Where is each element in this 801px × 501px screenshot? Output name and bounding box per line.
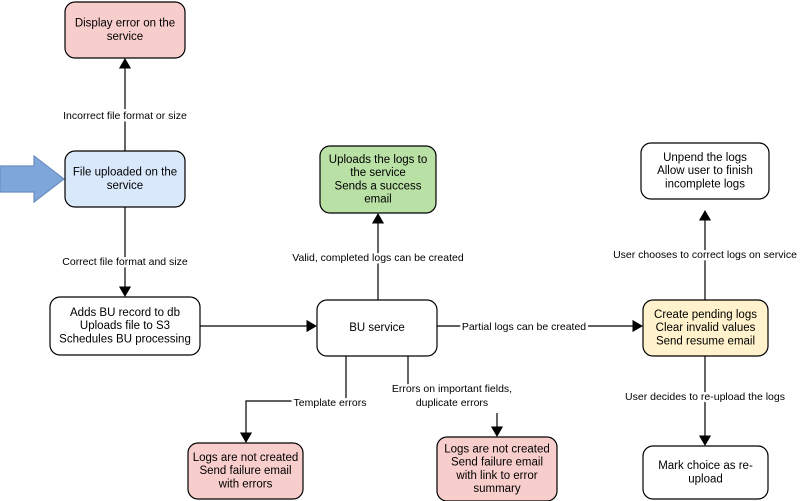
node-display-error-on-the-service-shape[interactable]: [64, 1, 186, 59]
entry-arrow-group: [0, 154, 65, 204]
edge-errors-on-important-fields-label-halo: Errors on important fields,duplicate err…: [392, 383, 512, 409]
edge-incorrect-file-format-or-size-label: Incorrect file format or size: [63, 110, 187, 122]
edge-errors-on-important-fields-line: [407, 356, 498, 429]
node-mark-choice-as-re-upload[interactable]: Mark choice as re-upload: [642, 445, 769, 500]
edge-valid-completed-logs-can-be-created-label-halo: Valid, completed logs can be created: [292, 252, 464, 264]
edge-incorrect-file-format-or-size-arrowhead: [118, 58, 132, 69]
edge-user-decides-to-re-upload-the-logs-label-halo: User decides to re-upload the logs: [625, 391, 785, 403]
edge-user-chooses-to-correct-logs-on-service-label: User chooses to correct logs on service: [613, 249, 797, 261]
node-uploads-the-logs-to-the-service-shape[interactable]: [319, 145, 437, 214]
edge-valid-completed-logs-can-be-created-arrowhead: [371, 213, 385, 224]
node-mark-choice-as-re-upload-label: Mark choice as re-upload: [658, 460, 753, 485]
edge-template-errors-label-halo: Template errors: [294, 397, 367, 409]
edge-errors-on-important-fields-arrowhead: [490, 426, 504, 437]
node-unpend-the-logs-shape[interactable]: [640, 142, 770, 200]
node-bu-service[interactable]: BU service: [316, 299, 438, 357]
node-mark-choice-as-re-upload-shape[interactable]: [642, 445, 769, 500]
edge-correct-file-format-and-size-arrowhead: [118, 286, 132, 297]
edge-errors-on-important-fields-label: Errors on important fields,duplicate err…: [392, 383, 512, 409]
edge-adds-bu-record-to-bu-service-arrowhead: [306, 319, 317, 333]
edge-incorrect-file-format-or-size-label-halo: Incorrect file format or size: [63, 110, 187, 122]
node-bu-service-shape[interactable]: [316, 299, 438, 357]
edge-adds-bu-record-to-bu-service: [200, 319, 317, 333]
edge-template-errors-arrowhead: [239, 432, 253, 443]
entry-arrow: [0, 154, 65, 204]
edge-partial-logs-can-be-created-arrowhead: [632, 319, 643, 333]
edge-valid-completed-logs-can-be-created: Valid, completed logs can be createdVali…: [290, 213, 466, 300]
node-create-pending-logs-shape[interactable]: [642, 299, 769, 357]
node-bu-service-label: BU service: [349, 322, 405, 334]
edge-template-errors-line: [245, 356, 347, 435]
edge-errors-on-important-fields: Errors on important fields,duplicate err…: [389, 356, 515, 437]
node-logs-are-not-created-with-errors-shape[interactable]: [187, 442, 304, 500]
edge-correct-file-format-and-size-label-halo: Correct file format and size: [62, 256, 188, 268]
edge-partial-logs-can-be-created-label-halo: Partial logs can be created: [462, 321, 586, 333]
edge-user-chooses-to-correct-logs-on-service-arrowhead: [698, 210, 712, 221]
edge-user-chooses-to-correct-logs-on-service: User chooses to correct logs on serviceU…: [611, 210, 800, 300]
edge-partial-logs-can-be-created-label: Partial logs can be created: [462, 321, 586, 333]
edge-valid-completed-logs-can-be-created-label: Valid, completed logs can be created: [292, 252, 464, 264]
node-adds-bu-record-to-db-shape[interactable]: [49, 296, 201, 356]
node-file-uploaded-on-the-service-shape[interactable]: [64, 150, 186, 208]
edge-user-chooses-to-correct-logs-on-service-label-halo: User chooses to correct logs on service: [613, 249, 797, 261]
edge-user-decides-to-re-upload-the-logs-label: User decides to re-upload the logs: [625, 391, 785, 403]
node-logs-are-not-created-with-link-to-error-summary-shape[interactable]: [436, 436, 558, 501]
edge-user-decides-to-re-upload-the-logs-arrowhead: [698, 435, 712, 446]
edge-correct-file-format-and-size-label: Correct file format and size: [62, 256, 188, 268]
edge-template-errors-label: Template errors: [294, 397, 367, 409]
